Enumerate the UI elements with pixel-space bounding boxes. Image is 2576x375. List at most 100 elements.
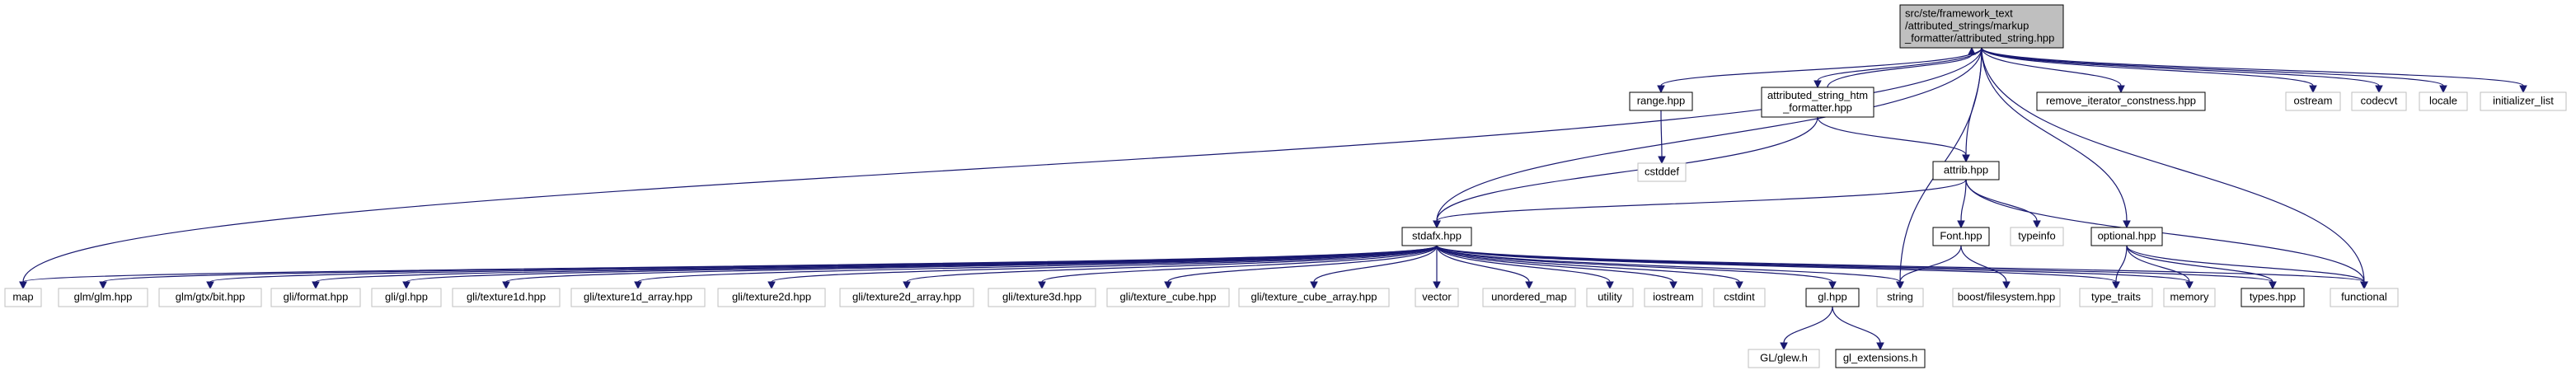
node-label-ashtml-line-0: attributed_string_htm	[1767, 89, 1868, 101]
node-label-gtxbit-line-0: glm/gtx/bit.hpp	[176, 291, 246, 303]
edge-arrowhead-glhpp-to-glew	[1780, 342, 1788, 351]
node-gligl: gli/gl.hpp	[371, 288, 442, 307]
node-box-ostream	[2285, 91, 2341, 111]
node-texcubea: gli/texture_cube_array.hpp	[1238, 288, 1390, 307]
edge-arrowhead-stdafx-to-memory	[2185, 281, 2194, 290]
edge-arrowhead-ashtml-to-root	[1968, 46, 1976, 55]
dependency-edge-optional-to-functional	[2126, 245, 2365, 283]
node-tex1da: gli/texture1d_array.hpp	[570, 288, 706, 307]
dependency-edge-root-to-locale	[1981, 47, 2444, 87]
node-label-glext-line-0: gl_extensions.h	[1843, 352, 1917, 364]
node-box-stdafx	[1401, 227, 1472, 246]
node-typeinfo: typeinfo	[2010, 227, 2064, 246]
edge-arrowhead-root-to-locale	[2439, 85, 2447, 94]
node-glhpp[interactable]: gl.hpp	[1805, 288, 1860, 307]
node-label-ashtml-line-1: _formatter.hpp	[1782, 101, 1852, 114]
edge-arrowhead-root-to-initializer_list	[2519, 85, 2527, 94]
edge-arrowhead-stdafx-to-glm	[99, 281, 107, 290]
node-label-typetraits-line-0: type_traits	[2091, 291, 2141, 303]
node-initializer_list: initializer_list	[2480, 91, 2567, 111]
edge-arrowhead-stdafx-to-texcubea	[1310, 281, 1318, 290]
node-range[interactable]: range.hpp	[1629, 91, 1693, 111]
node-box-glew	[1748, 349, 1820, 368]
dependency-edge-stdafx-to-glhpp	[1436, 245, 1833, 283]
node-label-optional-line-0: optional.hpp	[2098, 230, 2156, 242]
edge-arrowhead-stdafx-to-typetraits	[2112, 281, 2120, 290]
node-iostream: iostream	[1644, 288, 1703, 307]
node-label-texcubea-line-0: gli/texture_cube_array.hpp	[1251, 291, 1377, 303]
dependency-edge-root-to-initializer_list	[1981, 47, 2524, 87]
node-label-utility-line-0: utility	[1598, 291, 1622, 303]
edge-arrowhead-stdafx-to-tex1da	[634, 281, 642, 290]
node-cstddef: cstddef	[1637, 162, 1687, 182]
edge-arrowhead-stdafx-to-tex2d	[767, 281, 776, 290]
node-label-initializer_list-line-0: initializer_list	[2493, 95, 2554, 107]
node-label-typeinfo-line-0: typeinfo	[2018, 230, 2056, 242]
edge-arrowhead-range-to-cstddef	[1658, 156, 1666, 165]
node-font[interactable]: Font.hpp	[1932, 227, 1990, 246]
node-stdafx[interactable]: stdafx.hpp	[1401, 227, 1472, 246]
node-box-glhpp	[1805, 288, 1860, 307]
node-glm: glm/glm.hpp	[58, 288, 148, 307]
node-attrib[interactable]: attrib.hpp	[1932, 161, 2000, 180]
dependency-edge-root-to-optional	[1981, 47, 2128, 222]
node-gtxbit: glm/gtx/bit.hpp	[158, 288, 262, 307]
node-box-vector	[1415, 288, 1459, 307]
node-box-memory	[2163, 288, 2216, 307]
dependency-edge-attrib-to-font	[1960, 179, 1967, 222]
node-box-typeinfo	[2010, 227, 2064, 246]
dependency-edge-optional-to-types	[2126, 245, 2273, 283]
node-box-typetraits	[2079, 288, 2153, 307]
node-box-range	[1629, 91, 1693, 111]
edge-arrowhead-font-to-boostfs	[2002, 281, 2011, 290]
node-label-root-line-2: _formatter/attributed_string.hpp	[1904, 32, 2054, 45]
node-box-root	[1899, 4, 2064, 49]
edge-arrowhead-stdafx-to-string	[1896, 281, 1904, 290]
node-box-gligl	[371, 288, 442, 307]
node-box-cstddef	[1637, 162, 1687, 182]
dependency-edge-optional-to-memory	[2126, 245, 2190, 283]
dependency-edge-stdafx-to-tex1d	[505, 245, 1438, 283]
edge-arrowhead-stdafx-to-functional	[2360, 281, 2368, 290]
node-tex1d: gli/texture1d.hpp	[452, 288, 561, 307]
node-box-optional	[2090, 227, 2163, 246]
dependency-edge-stdafx-to-tex1da	[637, 245, 1438, 283]
edge-arrowhead-root-to-range	[1657, 85, 1665, 94]
node-box-font	[1932, 227, 1990, 246]
node-glext[interactable]: gl_extensions.h	[1835, 349, 1926, 368]
node-ashtml[interactable]: attributed_string_htm_formatter.hpp	[1761, 87, 1875, 118]
node-tex2da: gli/texture2d_array.hpp	[839, 288, 974, 307]
node-label-tex2da-line-0: gli/texture2d_array.hpp	[852, 291, 961, 303]
node-types[interactable]: types.hpp	[2241, 288, 2305, 307]
node-label-glew-line-0: GL/glew.h	[1760, 352, 1808, 364]
node-label-functional-line-0: functional	[2341, 291, 2387, 303]
node-codecvt: codecvt	[2351, 91, 2407, 111]
node-label-memory-line-0: memory	[2170, 291, 2209, 303]
node-label-ostream-line-0: ostream	[2294, 95, 2333, 107]
node-root[interactable]: src/ste/framework_text/attributed_string…	[1899, 4, 2064, 49]
dependency-edge-ashtml-to-stdafx	[1436, 116, 1818, 222]
dependency-edge-root-to-ostream	[1981, 47, 2314, 87]
dependency-edge-root-to-stdafx	[1436, 47, 1982, 222]
node-box-ashtml	[1761, 87, 1875, 118]
node-label-glhpp-line-0: gl.hpp	[1818, 291, 1846, 303]
edge-arrowhead-ashtml-to-attrib	[1962, 154, 1970, 163]
node-box-functional	[2330, 288, 2399, 307]
node-box-attrib	[1932, 161, 2000, 180]
node-box-texcube	[1106, 288, 1230, 307]
edge-arrowhead-stdafx-to-tex2da	[903, 281, 911, 290]
node-remove_iter[interactable]: remove_iterator_constness.hpp	[2036, 91, 2206, 111]
node-box-tex1da	[570, 288, 706, 307]
dependency-edge-attrib-to-functional	[1965, 179, 2365, 283]
edge-arrowhead-stdafx-to-utility	[1606, 281, 1614, 290]
edge-arrowhead-attrib-to-stdafx	[1433, 220, 1441, 229]
dependency-edge-stdafx-to-tex2d	[771, 245, 1438, 283]
dependency-edge-glhpp-to-glext	[1832, 306, 1881, 344]
node-optional[interactable]: optional.hpp	[2090, 227, 2163, 246]
node-label-stdafx-line-0: stdafx.hpp	[1412, 230, 1462, 242]
node-box-glm	[58, 288, 148, 307]
node-box-types	[2241, 288, 2305, 307]
dependency-edge-stdafx-to-string	[1436, 245, 1901, 283]
node-label-codecvt-line-0: codecvt	[2361, 95, 2398, 107]
